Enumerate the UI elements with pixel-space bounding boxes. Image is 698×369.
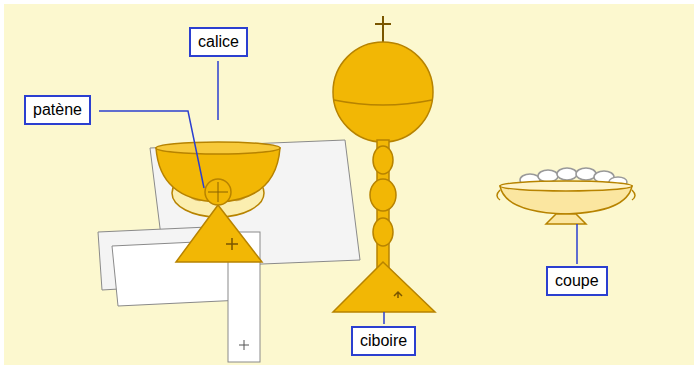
part-label: patène bbox=[24, 95, 91, 125]
leader-line bbox=[383, 312, 385, 324]
ciborium bbox=[333, 16, 435, 312]
background-panel bbox=[4, 4, 694, 365]
communion-bowl bbox=[497, 168, 635, 224]
part-label: coupe bbox=[546, 266, 608, 296]
leader-line bbox=[99, 111, 204, 188]
part-label: ciboire bbox=[351, 326, 416, 356]
leader-line bbox=[576, 224, 578, 264]
leader-line bbox=[217, 61, 219, 120]
leader-lines bbox=[99, 61, 577, 324]
part-label: calice bbox=[189, 27, 248, 57]
chalice bbox=[156, 142, 280, 262]
